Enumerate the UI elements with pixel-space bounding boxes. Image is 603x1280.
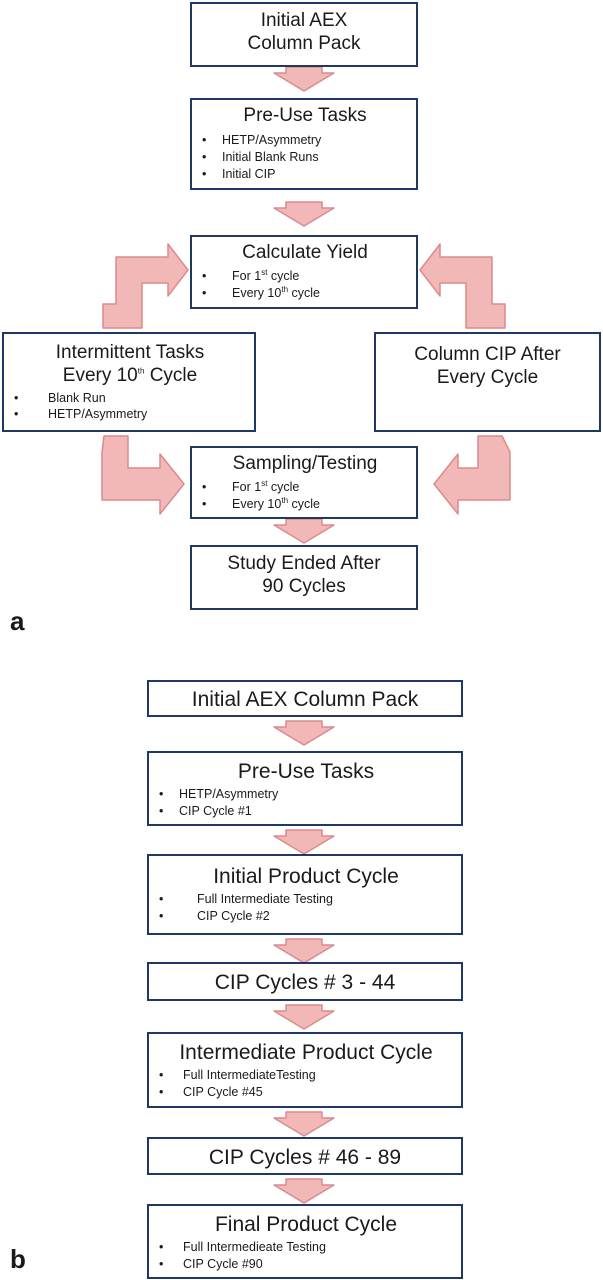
b-cip-cycles-3-44-box: CIP Cycles # 3 - 44: [147, 962, 463, 1001]
intermittent-list: •Blank Run •HETP/Asymmetry: [14, 390, 246, 424]
arrow-down-a2: [273, 201, 335, 227]
list-item: •Full Intermediate Testing: [159, 892, 333, 907]
initial-pack-line2: Column Pack: [247, 32, 361, 54]
list-item: •HETP/Asymmetry: [202, 132, 322, 147]
list-item: •Full Intermedieate Testing: [159, 1240, 326, 1255]
list-item: •Initial Blank Runs: [202, 149, 319, 164]
arrow-down-b6: [273, 1178, 335, 1204]
list-item: •For 1st cycle: [202, 267, 300, 283]
pre-use-tasks-box: Pre-Use Tasks •HETP/Asymmetry •Initial B…: [190, 98, 418, 190]
list-item: •HETP/Asymmetry: [14, 407, 148, 422]
calculate-yield-box: Calculate Yield •For 1st cycle •Every 10…: [190, 235, 418, 309]
b-intermediate-product-list: •Full IntermediateTesting •CIP Cycle #45: [159, 1067, 453, 1101]
b-final-product-cycle-box: Final Product Cycle •Full Intermedieate …: [147, 1204, 463, 1279]
intermittent-line2: Every 10th Cycle: [62, 364, 198, 386]
arrow-down-b3: [273, 938, 335, 964]
intermittent-line1: Intermittent Tasks: [55, 342, 205, 363]
b-initial-product-title: Initial Product Cycle: [213, 865, 399, 888]
pre-use-list: •HETP/Asymmetry •Initial Blank Runs •Ini…: [202, 132, 408, 183]
list-item: •Blank Run: [14, 390, 106, 405]
list-item: •For 1st cycle: [202, 478, 300, 494]
pre-use-title: Pre-Use Tasks: [243, 105, 367, 126]
arrow-bent-right-down: [433, 435, 511, 515]
b-initial-aex-column-pack-box: Initial AEX Column Pack: [147, 680, 463, 717]
list-item: •CIP Cycle #1: [159, 804, 252, 819]
b-pre-use-list: •HETP/Asymmetry •CIP Cycle #1: [159, 786, 453, 820]
sampling-title: Sampling/Testing: [232, 453, 378, 474]
arrow-down-b5: [273, 1111, 335, 1137]
list-item: •Every 10th cycle: [202, 495, 320, 511]
arrow-down-a1: [273, 66, 335, 92]
b-initial-pack-title: Initial AEX Column Pack: [191, 688, 419, 711]
b-cip-3-44-title: CIP Cycles # 3 - 44: [214, 971, 396, 994]
b-intermediate-product-cycle-box: Intermediate Product Cycle •Full Interme…: [147, 1032, 463, 1108]
b-pre-use-tasks-box: Pre-Use Tasks •HETP/Asymmetry •CIP Cycle…: [147, 751, 463, 826]
list-item: •HETP/Asymmetry: [159, 787, 279, 802]
arrow-down-a3: [273, 518, 335, 544]
b-initial-product-list: •Full Intermediate Testing •CIP Cycle #2: [159, 891, 453, 925]
list-item: •Initial CIP: [202, 166, 276, 181]
column-cip-line1: Column CIP After: [414, 344, 561, 365]
column-cip-line2: Every Cycle: [436, 366, 539, 388]
arrow-down-b4: [273, 1004, 335, 1030]
initial-aex-column-pack-box: Initial AEX Column Pack: [190, 2, 418, 67]
study-ended-line2: 90 Cycles: [262, 575, 346, 597]
b-final-product-list: •Full Intermedieate Testing •CIP Cycle #…: [159, 1239, 453, 1273]
sampling-testing-box: Sampling/Testing •For 1st cycle •Every 1…: [190, 446, 418, 519]
arrow-down-b1: [273, 720, 335, 746]
b-cip-46-89-title: CIP Cycles # 46 - 89: [208, 1146, 402, 1169]
calculate-yield-title: Calculate Yield: [242, 242, 368, 263]
column-cip-box: Column CIP After Every Cycle: [374, 332, 601, 432]
b-initial-product-cycle-box: Initial Product Cycle •Full Intermediate…: [147, 854, 463, 935]
list-item: •CIP Cycle #90: [159, 1257, 263, 1272]
panel-label-b: b: [10, 1244, 26, 1274]
list-item: •CIP Cycle #45: [159, 1085, 263, 1100]
study-ended-line1: Study Ended After: [227, 553, 381, 574]
sampling-list: •For 1st cycle •Every 10th cycle: [202, 479, 408, 513]
initial-pack-line1: Initial AEX: [260, 10, 348, 31]
list-item: •CIP Cycle #2: [159, 909, 270, 924]
intermittent-tasks-box: Intermittent Tasks Every 10th Cycle •Bla…: [2, 332, 256, 432]
b-final-product-title: Final Product Cycle: [214, 1213, 398, 1236]
list-item: •Full IntermediateTesting: [159, 1068, 316, 1083]
arrow-bent-right-up: [419, 243, 506, 329]
b-intermediate-product-title: Intermediate Product Cycle: [179, 1041, 433, 1064]
calculate-yield-list: •For 1st cycle •Every 10th cycle: [202, 268, 408, 302]
arrow-down-b2: [273, 829, 335, 855]
b-cip-cycles-46-89-box: CIP Cycles # 46 - 89: [147, 1137, 463, 1175]
list-item: •Every 10th cycle: [202, 284, 320, 300]
b-pre-use-title: Pre-Use Tasks: [237, 760, 375, 783]
study-ended-box: Study Ended After 90 Cycles: [190, 545, 418, 610]
arrow-bent-left-up: [102, 243, 189, 329]
panel-label-a: a: [10, 606, 25, 636]
arrow-bent-left-down: [101, 435, 185, 515]
